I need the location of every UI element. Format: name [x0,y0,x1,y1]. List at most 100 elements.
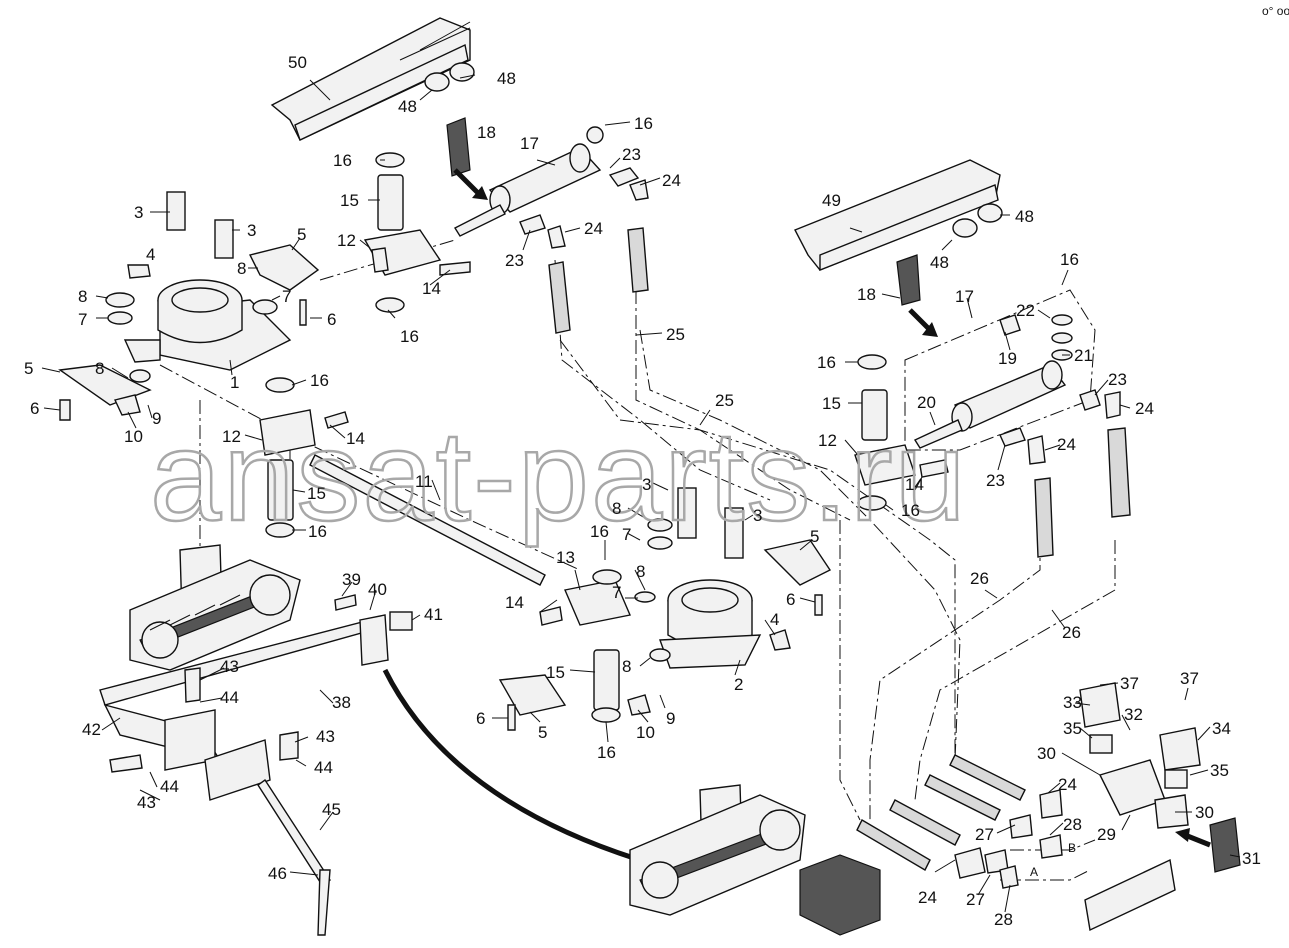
callout-40: 40 [368,580,387,599]
callout-5: 5 [24,359,33,378]
pivot-mount-12-left-upper [363,152,471,313]
callout-35: 35 [1210,761,1229,780]
callout-14: 14 [422,279,441,298]
callout-26: 26 [970,569,989,588]
callout-20: 20 [917,393,936,412]
callout-26: 26 [1062,623,1081,642]
callout-25: 25 [715,391,734,410]
callout-48: 48 [930,253,949,272]
shield-plate-50 [270,17,475,141]
callout-44: 44 [314,758,333,777]
callout-4: 4 [146,245,155,264]
callout-37: 37 [1120,674,1139,693]
callout-24: 24 [584,219,603,238]
hydraulic-cylinder-17-top [446,117,649,249]
port-label-b: B [1068,841,1076,855]
track-unit-left [129,544,301,671]
hoses-right [1034,427,1131,558]
callout-50: 50 [288,53,307,72]
shield-plate-49 [794,159,1003,272]
callout-23: 23 [1108,370,1127,389]
callout-28: 28 [1063,815,1082,834]
pivot-mount-13-center [539,569,651,723]
assembly-phantom-lines [159,239,1116,881]
callout-46: 46 [268,864,287,883]
callout-8: 8 [622,657,631,676]
callout-45: 45 [322,800,341,819]
callout-23: 23 [622,145,641,164]
callout-16: 16 [901,501,920,520]
callout-44: 44 [220,688,239,707]
callout-8: 8 [78,287,87,306]
callout-6: 6 [327,310,336,329]
callout-48: 48 [398,97,417,116]
callout-labels: 50 48 48 16 18 17 23 24 16 15 12 14 16 3… [24,53,1261,929]
callout-9: 9 [152,409,161,428]
callout-15: 15 [307,484,326,503]
callout-48: 48 [497,69,516,88]
callout-7: 7 [612,583,621,602]
callout-17: 17 [520,134,539,153]
callout-23: 23 [505,251,524,270]
callout-2: 2 [734,675,743,694]
callout-13: 13 [556,548,575,567]
callout-18: 18 [477,123,496,142]
callout-43: 43 [316,727,335,746]
hoses-25 [548,227,649,334]
callout-16: 16 [400,327,419,346]
callout-43: 43 [220,657,239,676]
callout-3: 3 [642,475,651,494]
callout-16: 16 [817,353,836,372]
callout-leader-lines [41,74,1241,913]
callout-30: 30 [1195,803,1214,822]
watermark-text: ansat-parts.ru [150,405,968,548]
callout-19: 19 [998,349,1017,368]
callout-16: 16 [310,371,329,390]
hydraulic-cylinder-17-right [896,254,1121,465]
callout-33: 33 [1063,693,1082,712]
callout-23: 23 [986,471,1005,490]
callout-16: 16 [597,743,616,762]
callout-3: 3 [247,221,256,240]
callout-15: 15 [340,191,359,210]
callout-27: 27 [975,825,994,844]
callout-18: 18 [857,285,876,304]
frame-38-42 [99,594,641,936]
callout-28: 28 [994,910,1013,929]
callout-12: 12 [222,427,241,446]
callout-7: 7 [282,287,291,306]
callout-14: 14 [505,593,524,612]
callout-8: 8 [636,562,645,581]
callout-32: 32 [1124,705,1143,724]
hose-bundle-bottom [856,754,1063,889]
callout-15: 15 [822,394,841,413]
callout-30: 30 [1037,744,1056,763]
callout-48: 48 [1015,207,1034,226]
callout-12: 12 [337,231,356,250]
callout-42: 42 [82,720,101,739]
callout-25: 25 [666,325,685,344]
callout-34: 34 [1212,719,1231,738]
callout-3: 3 [134,203,143,222]
callout-35: 35 [1063,719,1082,738]
callout-16: 16 [634,114,653,133]
pivot-mount-12-right [854,354,949,511]
callout-16: 16 [333,151,352,170]
callout-24: 24 [1058,775,1077,794]
callout-27: 27 [966,890,985,909]
callout-7: 7 [622,525,631,544]
callout-6: 6 [476,709,485,728]
callout-14: 14 [905,475,924,494]
callout-8: 8 [237,259,246,278]
corner-mark: o° ooo [1262,4,1289,18]
callout-24: 24 [918,888,937,907]
callout-43: 43 [137,793,156,812]
callout-17: 17 [955,287,974,306]
callout-9: 9 [666,709,675,728]
callout-1: 1 [230,373,239,392]
shaft-11 [309,454,546,586]
bearing-assembly-1 [58,191,320,421]
callout-6: 6 [30,399,39,418]
